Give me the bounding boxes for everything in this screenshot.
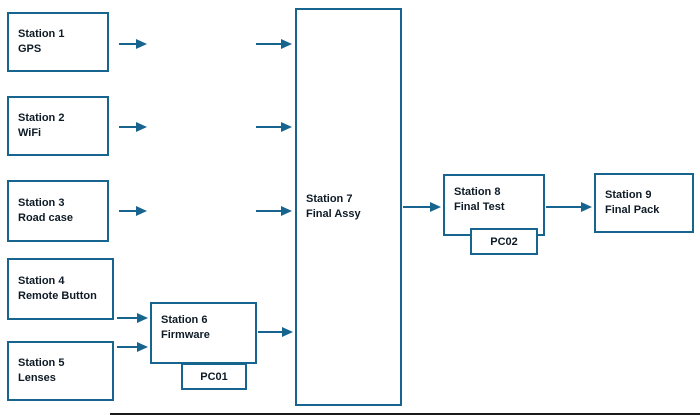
station-5-subtitle: Lenses (18, 372, 56, 384)
arrow-station3-out (119, 205, 147, 217)
arrow-station7-to-station8 (403, 201, 441, 213)
arrow-shaft (258, 331, 282, 333)
arrow-head-icon (137, 342, 148, 352)
pc02-box: PC02 (470, 228, 538, 255)
station-3-subtitle: Road case (18, 212, 74, 224)
station-6-title: Station 6 (161, 314, 208, 326)
arrow-station4-to-station6 (117, 312, 148, 324)
arrow-head-icon (430, 202, 441, 212)
station-3-box: Station 3 Road case (7, 180, 109, 242)
station-6-box: Station 6 Firmware (150, 302, 257, 364)
station-2-box: Station 2 WiFi (7, 96, 109, 156)
station-1-subtitle: GPS (18, 43, 42, 55)
pc02-label: PC02 (490, 235, 518, 248)
station-2-subtitle: WiFi (18, 127, 42, 139)
station-8-box: Station 8 Final Test (443, 174, 545, 236)
bottom-edge-line (110, 413, 700, 415)
arrow-into-station7-row1 (256, 38, 292, 50)
arrow-head-icon (136, 206, 147, 216)
station-7-box: Station 7 Final Assy (295, 8, 402, 406)
arrow-station2-out (119, 121, 147, 133)
station-4-subtitle: Remote Button (18, 290, 97, 302)
arrow-shaft (256, 126, 281, 128)
station-7-title: Station 7 (306, 193, 353, 205)
station-4-title: Station 4 (18, 275, 65, 287)
station-9-box: Station 9 Final Pack (594, 173, 694, 233)
station-8-subtitle: Final Test (454, 201, 505, 213)
station-8-title: Station 8 (454, 186, 501, 198)
arrow-shaft (546, 206, 581, 208)
arrow-station1-out (119, 38, 147, 50)
station-5-title: Station 5 (18, 357, 65, 369)
arrow-head-icon (136, 39, 147, 49)
station-2-title: Station 2 (18, 112, 65, 124)
arrow-head-icon (281, 206, 292, 216)
arrow-shaft (119, 126, 136, 128)
arrow-shaft (119, 210, 136, 212)
station-9-title: Station 9 (605, 189, 652, 201)
arrow-shaft (117, 346, 137, 348)
arrow-shaft (256, 43, 281, 45)
station-9-subtitle: Final Pack (605, 204, 660, 216)
arrow-head-icon (136, 122, 147, 132)
pc01-label: PC01 (200, 370, 228, 383)
arrow-head-icon (281, 122, 292, 132)
arrow-station5-to-station6 (117, 341, 148, 353)
pc01-box: PC01 (181, 363, 247, 390)
arrow-head-icon (282, 327, 293, 337)
station-5-box: Station 5 Lenses (7, 341, 114, 401)
station-3-title: Station 3 (18, 197, 65, 209)
arrow-station8-to-station9 (546, 201, 592, 213)
station-1-box: Station 1 GPS (7, 12, 109, 72)
arrow-shaft (117, 317, 137, 319)
station-1-title: Station 1 (18, 28, 65, 40)
arrow-head-icon (281, 39, 292, 49)
arrow-shaft (403, 206, 430, 208)
arrow-shaft (119, 43, 136, 45)
arrow-head-icon (137, 313, 148, 323)
arrow-into-station7-row2 (256, 121, 292, 133)
station-6-subtitle: Firmware (161, 329, 210, 341)
arrow-head-icon (581, 202, 592, 212)
station-4-box: Station 4 Remote Button (7, 258, 114, 320)
arrow-station6-to-station7 (258, 326, 293, 338)
arrow-into-station7-row3 (256, 205, 292, 217)
station-7-subtitle: Final Assy (306, 208, 361, 220)
arrow-shaft (256, 210, 281, 212)
